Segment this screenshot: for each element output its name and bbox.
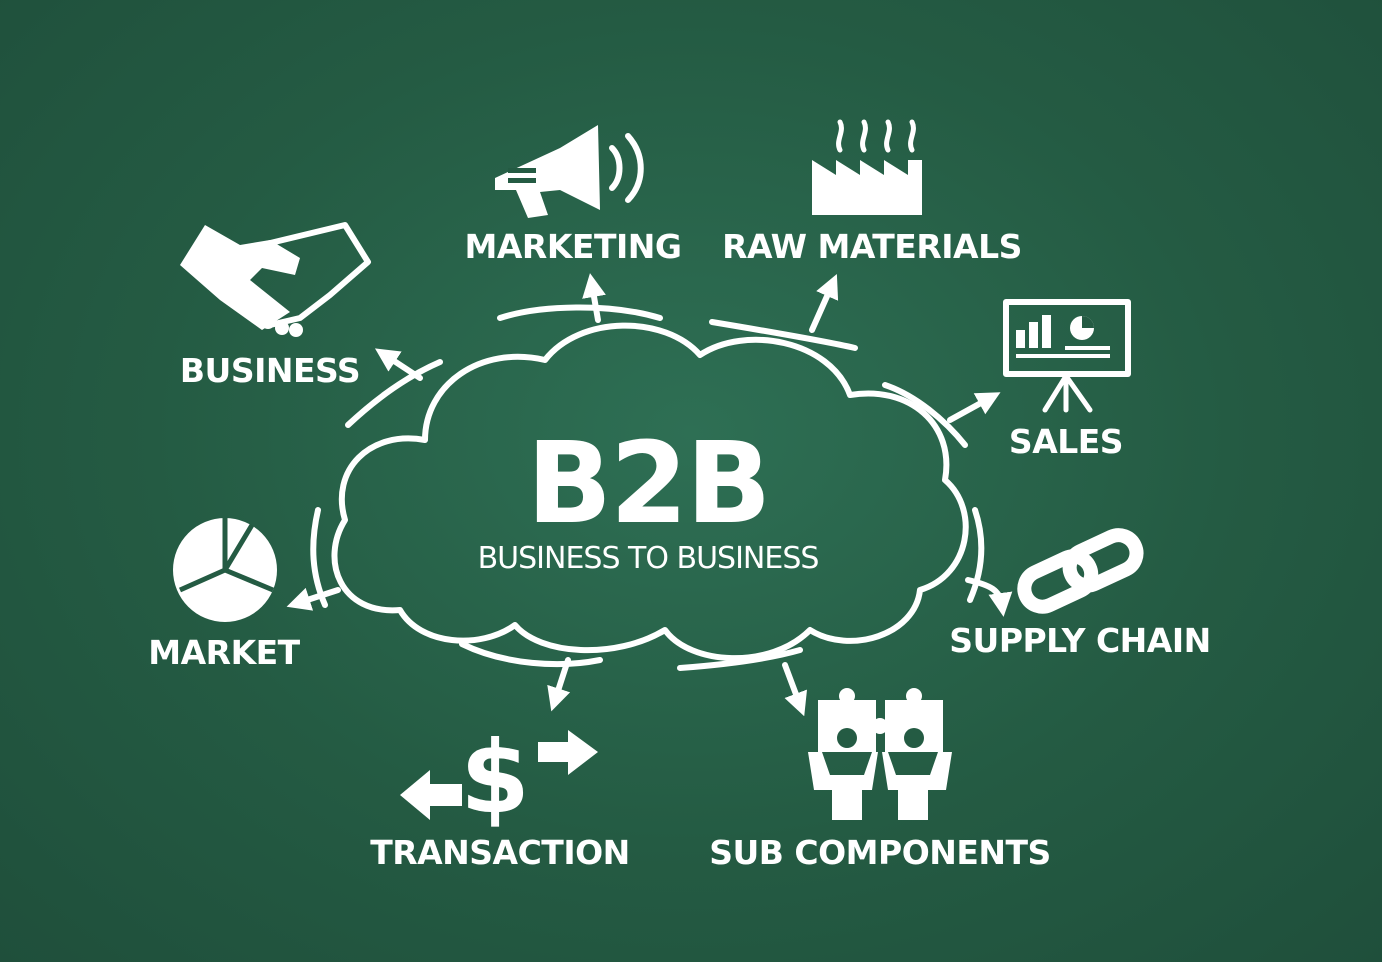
arrow-supply-chain <box>965 577 1013 617</box>
arrow-market <box>286 587 341 611</box>
arrow-sub-components <box>782 662 808 717</box>
node-label-business: BUSINESS <box>180 351 360 390</box>
arrow-raw-materials <box>809 274 839 333</box>
node-label-marketing: MARKETING <box>465 227 682 266</box>
dollar-arrows-icon: $ <box>400 719 598 836</box>
puzzle-people-icon <box>808 688 952 820</box>
arrow-sales <box>947 392 1001 423</box>
node-label-sub-components: SUB COMPONENTS <box>709 833 1051 872</box>
arrow-transaction <box>547 657 571 712</box>
node-label-supply-chain: SUPPLY CHAIN <box>949 621 1210 660</box>
presentation-board-icon <box>1003 299 1131 413</box>
node-label-raw-materials: RAW MATERIALS <box>722 227 1022 266</box>
pie-chart-icon <box>173 518 277 622</box>
svg-text:$: $ <box>460 719 530 836</box>
chain-link-icon <box>1017 528 1144 614</box>
factory-icon <box>812 119 922 215</box>
outer-arcs <box>310 304 985 671</box>
node-label-market: MARKET <box>148 633 300 672</box>
central-cloud <box>331 322 969 662</box>
center-title: B2B <box>527 419 770 549</box>
node-label-sales: SALES <box>1009 422 1123 461</box>
connector-arrows <box>286 273 1013 717</box>
center-subtitle: BUSINESS TO BUSINESS <box>478 541 819 576</box>
handshake-icon <box>180 222 371 337</box>
megaphone-icon <box>495 125 644 218</box>
arrow-business <box>374 348 423 381</box>
node-label-transaction: TRANSACTION <box>370 833 630 872</box>
arrow-marketing <box>582 273 606 323</box>
